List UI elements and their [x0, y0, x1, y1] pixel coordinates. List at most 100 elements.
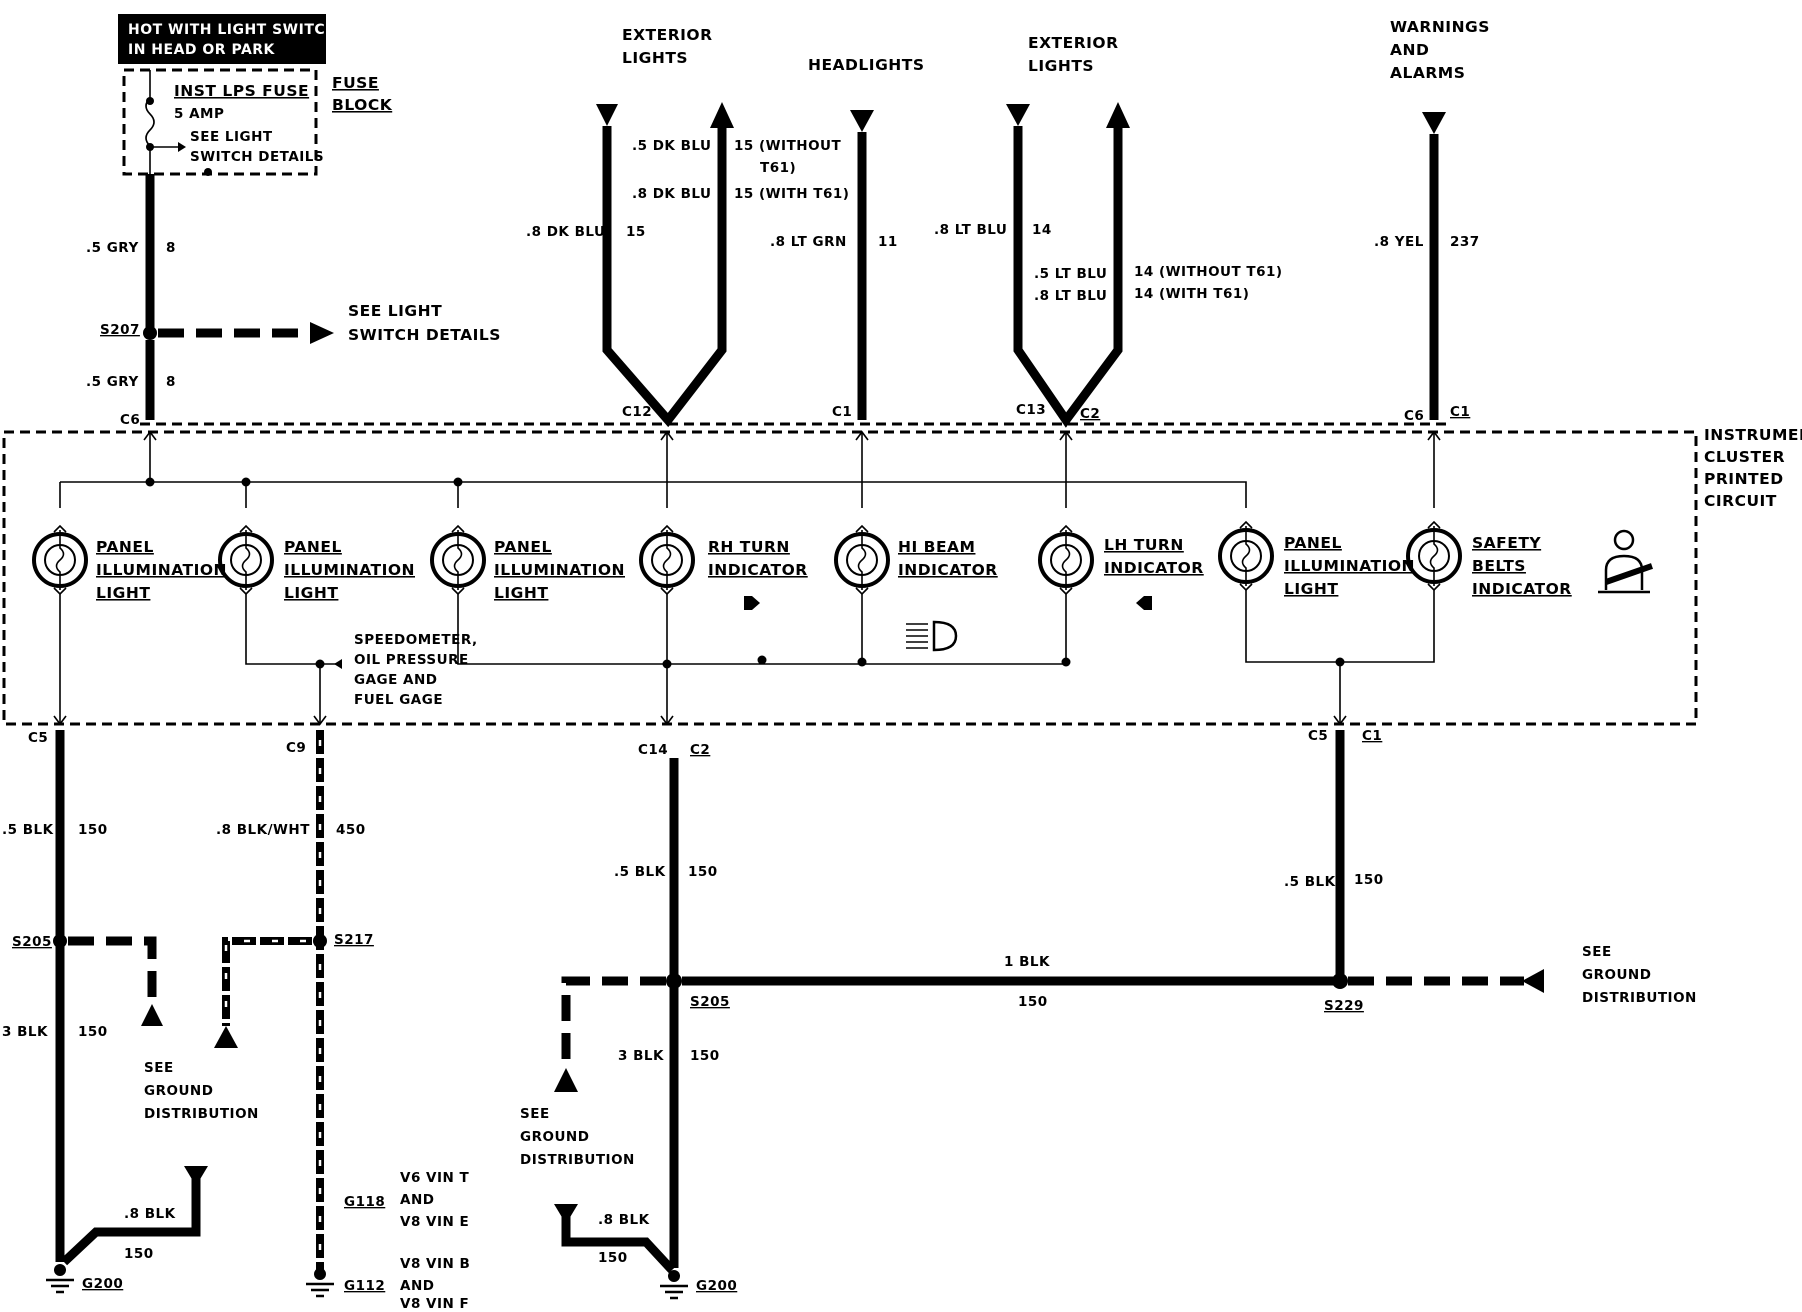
w7-color: .8 BLK	[124, 1206, 176, 1222]
c9-label: C9	[286, 740, 306, 756]
ext2-connector-a: C13	[1016, 402, 1046, 418]
ext2-right-note2: 14 (WITH T61)	[1134, 286, 1249, 302]
bulb-7-l1: PANEL	[1284, 534, 1342, 552]
bulb-8-l3: INDICATOR	[1472, 580, 1572, 598]
ext2-in-arrow	[1006, 104, 1030, 126]
head-num: 11	[878, 234, 898, 250]
ext1-right-note2: 15 (WITH T61)	[734, 186, 849, 202]
ext1-label-2: LIGHTS	[622, 49, 688, 67]
ext1-right-color1: .5 DK BLU	[632, 138, 711, 154]
fuse-block-box	[122, 68, 318, 176]
mid-ground-arrow	[554, 1068, 578, 1092]
gage-label-1: SPEEDOMETER,	[354, 632, 478, 648]
fuse-see-2: SWITCH DETAILS	[190, 149, 324, 165]
warn-label-2: AND	[1390, 41, 1429, 59]
s217-ground-arrow	[214, 1026, 238, 1048]
g200-left-arrow	[184, 1166, 208, 1186]
g118-note-1: V6 VIN T	[400, 1170, 470, 1186]
bulb-3-l3: LIGHT	[494, 584, 548, 602]
gry-top-num: 8	[166, 240, 176, 256]
c14-label: C14	[638, 742, 668, 758]
fuse-amp: 5 AMP	[174, 106, 224, 122]
cluster-label-2: CLUSTER	[1704, 448, 1785, 466]
see-ground-mid-3: DISTRIBUTION	[520, 1152, 635, 1168]
s205-mid-label: S205	[690, 994, 730, 1010]
ext1-right-note1b: T61)	[760, 160, 796, 176]
bulb-5-l1: HI BEAM	[898, 538, 975, 556]
ext2-right-color1: .5 LT BLU	[1034, 266, 1107, 282]
w4-num: 150	[1354, 872, 1384, 888]
head-in-arrow	[850, 110, 874, 132]
see-ground-left-2: GROUND	[144, 1083, 213, 1099]
bottom-connector-chevrons	[53, 715, 1347, 726]
bulb-3-l2: ILLUMINATION	[494, 561, 625, 579]
bulb-1-l2: ILLUMINATION	[96, 561, 227, 579]
head-color: .8 LT GRN	[770, 234, 847, 250]
w6-num: 150	[690, 1048, 720, 1064]
hot-header-line2: IN HEAD OR PARK	[128, 42, 276, 58]
g112-label: G112	[344, 1278, 385, 1294]
g118-note-2: AND	[400, 1192, 434, 1208]
c5-left-label: C5	[28, 730, 48, 746]
hot-header-line1: HOT WITH LIGHT SWITCH	[128, 22, 337, 38]
ext2-label-2: LIGHTS	[1028, 57, 1094, 75]
ext1-wire-v	[602, 126, 727, 428]
gage-label-3: GAGE AND	[354, 672, 437, 688]
ext1-out-arrow	[710, 102, 734, 128]
g118-note-3: V8 VIN E	[400, 1214, 469, 1230]
s205-left-label: S205	[12, 934, 52, 950]
fuse-symbol	[145, 97, 155, 147]
high-beam-icon	[906, 620, 958, 652]
bulb-lh-turn	[1038, 524, 1094, 596]
see-ground-mid-1: SEE	[520, 1106, 550, 1122]
ext1-connector: C12	[622, 404, 652, 420]
g200-left-branch	[60, 1170, 201, 1266]
see-switch-2: SWITCH DETAILS	[348, 326, 501, 344]
splice-s229	[1332, 973, 1348, 989]
cluster-boundary	[2, 430, 1698, 726]
bulb-8-l2: BELTS	[1472, 557, 1526, 575]
splice-s217	[313, 934, 327, 948]
fuse-block-2: BLOCK	[332, 96, 393, 114]
gage-label-2: OIL PRESSURE	[354, 652, 469, 668]
left-ground-branch	[68, 936, 157, 1008]
warn-num: 237	[1450, 234, 1480, 250]
bus-color: 1 BLK	[1004, 954, 1050, 970]
bulb-7-l3: LIGHT	[1284, 580, 1338, 598]
w8-num: 150	[598, 1250, 628, 1266]
bulb-2-l1: PANEL	[284, 538, 342, 556]
fuse-block-1: FUSE	[332, 74, 379, 92]
cluster-ground-bus	[457, 594, 1067, 665]
see-ground-right-1: SEE	[1582, 944, 1612, 960]
warn-connector-a: C6	[1404, 408, 1424, 424]
bulb-3-l1: PANEL	[494, 538, 552, 556]
instrument-cluster: INSTRUMENT CLUSTER PRINTED CIRCUIT	[2, 422, 1802, 726]
see-ground-right-2: GROUND	[1582, 967, 1651, 983]
bulb-5-l2: INDICATOR	[898, 561, 998, 579]
see-ground-right-3: DISTRIBUTION	[1582, 990, 1697, 1006]
see-ground-left-1: SEE	[144, 1060, 174, 1076]
bulb-4-l2: INDICATOR	[708, 561, 808, 579]
see-ground-mid-2: GROUND	[520, 1129, 589, 1145]
g112-note-1: V8 VIN B	[400, 1256, 470, 1272]
bulb-panel-2	[218, 524, 274, 596]
g118-label: G118	[344, 1194, 385, 1210]
bulb-panel-4	[1218, 520, 1274, 592]
c1-label: C1	[1362, 728, 1382, 744]
bulb-1-l3: LIGHT	[96, 584, 150, 602]
bulb-8-l1: SAFETY	[1472, 534, 1541, 552]
cluster-label-1: INSTRUMENT	[1704, 426, 1802, 444]
bulb-7-l2: ILLUMINATION	[1284, 557, 1415, 575]
gage-label-4: FUEL GAGE	[354, 692, 443, 708]
cluster-label-4: CIRCUIT	[1704, 492, 1777, 510]
s229-label: S229	[1324, 998, 1364, 1014]
bus-num: 150	[1018, 994, 1048, 1010]
w8-color: .8 BLK	[598, 1212, 650, 1228]
bulb-rh-turn	[639, 524, 695, 596]
see-switch-arrow	[310, 322, 334, 344]
ext2-left-num: 14	[1032, 222, 1052, 238]
splice-s207-label: S207	[100, 322, 140, 338]
ext2-right-color2: .8 LT BLU	[1034, 288, 1107, 304]
warn-label-1: WARNINGS	[1390, 18, 1490, 36]
